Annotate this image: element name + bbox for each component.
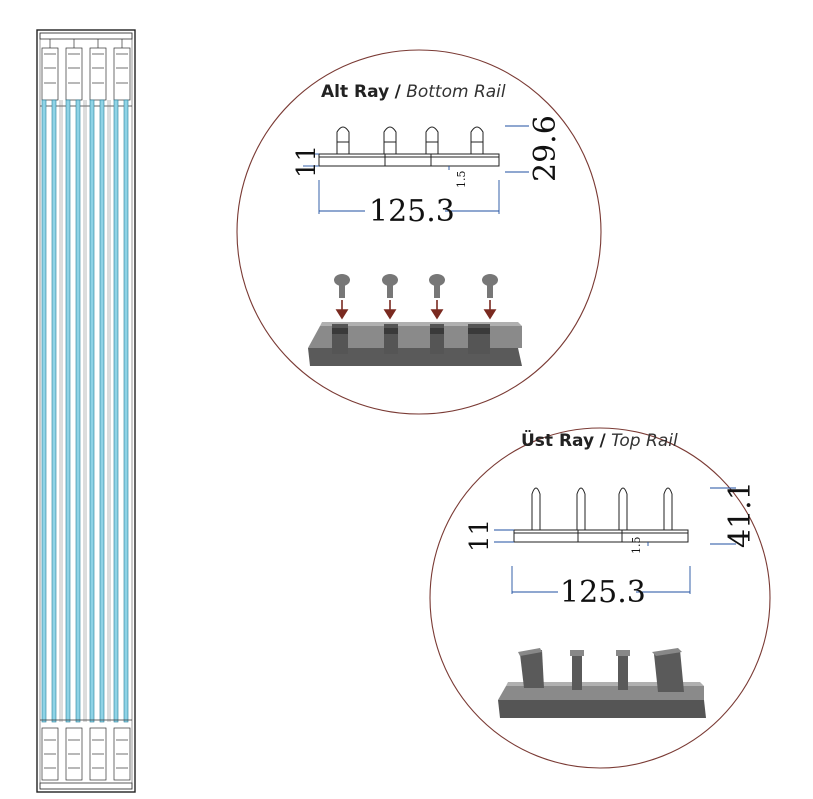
bottom-rail-title: Alt Ray / Bottom Rail — [321, 82, 506, 102]
top-rail-title: Üst Ray / Top Rail — [521, 431, 678, 451]
bottom-rail-wall-label: 1.5 — [455, 171, 468, 189]
top-rail-wall-label: 1.5 — [630, 537, 643, 555]
top-rail-title-tr: Üst Ray — [521, 431, 595, 451]
top-rail-3d-render — [498, 648, 706, 718]
bottom-rail-height-label: 29.6 — [528, 115, 563, 182]
bottom-rail-title-tr: Alt Ray — [321, 82, 390, 102]
top-rail-dimension-labels: 125.3 41.1 11 1.5 — [465, 481, 758, 610]
bottom-rail-title-en: Bottom Rail — [406, 82, 506, 102]
top-rail-height-label: 41.1 — [723, 481, 758, 548]
top-rail-title-en: Top Rail — [611, 431, 678, 451]
top-rail-title-separator: / — [599, 431, 606, 451]
top-rail-width-label: 125.3 — [560, 575, 646, 610]
top-rail-section — [513, 487, 689, 543]
bottom-rail-width-label: 125.3 — [369, 194, 455, 229]
glass-panes — [41, 99, 129, 723]
top-rail-base-label: 11 — [465, 519, 495, 552]
bottom-track-profile — [39, 719, 133, 790]
bottom-rail-dimension-labels: 125.3 29.6 11 1.5 — [292, 115, 563, 229]
bottom-rail-title-separator: / — [394, 82, 401, 102]
panel-elevation-drawing — [36, 29, 136, 793]
bottom-rail-base-label: 11 — [292, 145, 322, 178]
top-track-profile — [39, 32, 133, 107]
bottom-rail-3d-render — [308, 274, 522, 366]
bottom-rail-section — [318, 126, 500, 167]
